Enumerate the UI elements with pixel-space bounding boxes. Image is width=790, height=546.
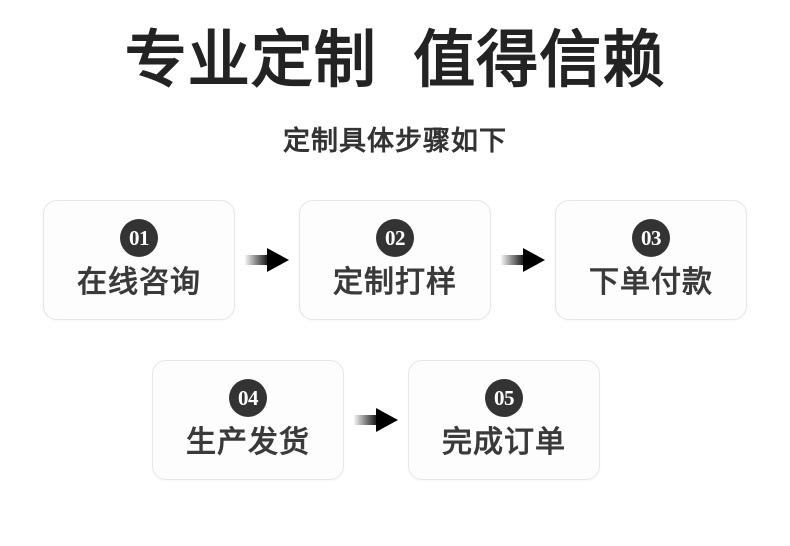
step-card-02[interactable]: 02 定制打样 [299,200,491,320]
page-subtitle: 定制具体步骤如下 [283,126,507,156]
step-badge-05: 05 [485,379,523,417]
page-title: 专业定制 值得信赖 [124,26,666,95]
step-label-05: 完成订单 [442,426,566,459]
steps-row-1: 01 在线咨询 02 定制打样 [0,200,790,320]
step-badge-04: 04 [229,379,267,417]
step-card-01[interactable]: 01 在线咨询 [43,200,235,320]
step-card-03[interactable]: 03 下单付款 [555,200,747,320]
arrow-right-icon-1 [235,244,299,276]
arrow-right-icon-2 [491,244,555,276]
step-badge-03: 03 [632,219,670,257]
step-badge-02: 02 [376,219,414,257]
step-card-05[interactable]: 05 完成订单 [408,360,600,480]
step-card-04[interactable]: 04 生产发货 [152,360,344,480]
steps-row-2: 04 生产发货 05 完成订单 [0,360,790,480]
step-label-01: 在线咨询 [77,266,201,299]
step-label-04: 生产发货 [186,426,310,459]
step-badge-01: 01 [120,219,158,257]
arrow-right-icon-3 [344,404,408,436]
step-label-03: 下单付款 [589,266,713,299]
step-label-02: 定制打样 [333,266,457,299]
